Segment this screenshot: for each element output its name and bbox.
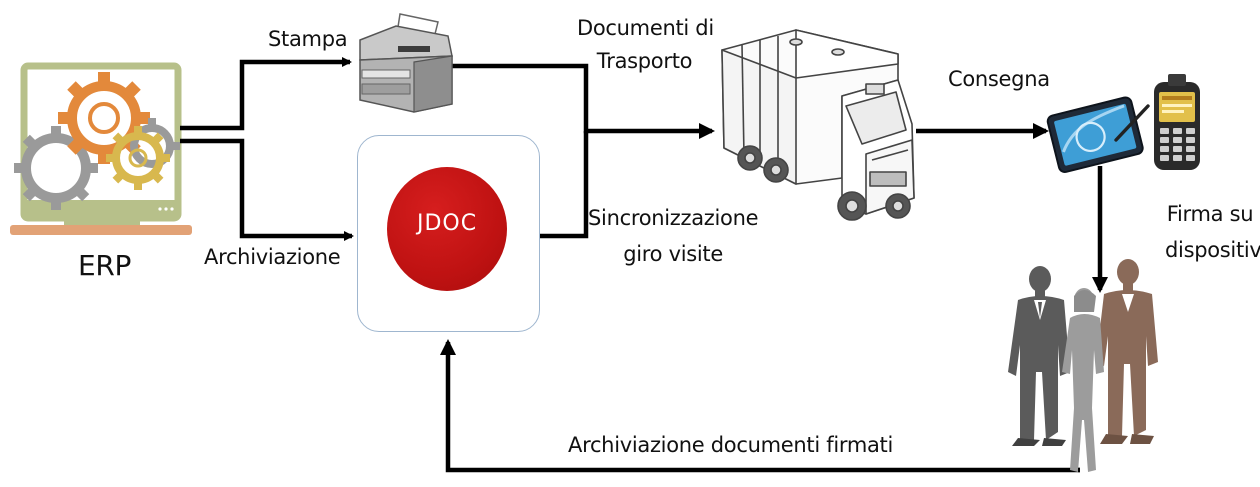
transport-documents-label: Documenti di Trasporto (577, 12, 714, 78)
route-sync-label-line1: Sincronizzazione (588, 206, 759, 230)
archiving-label: Archiviazione (204, 245, 341, 269)
device-signature-label: Firma su dispositivo (1165, 196, 1260, 268)
erp-label: ERP (78, 249, 132, 282)
jdoc-archive-box: JDOC (357, 135, 540, 332)
print-label: Stampa (268, 27, 348, 51)
business-people-icon (1008, 259, 1158, 472)
jdoc-to-truck-sync-line (540, 131, 589, 239)
route-sync-label: Sincronizzazione giro visite (588, 200, 759, 272)
jdoc-logo: JDOC (387, 167, 507, 291)
handheld-terminal-icon (1154, 74, 1200, 170)
printer-icon (359, 13, 453, 113)
tablet-icon (1046, 96, 1150, 173)
signed-docs-return-arrow (440, 339, 1080, 473)
printer-to-truck-arrow (452, 63, 715, 139)
truck-icon (721, 29, 915, 221)
jdoc-logo-mark: J (416, 211, 425, 236)
jdoc-logo-word: DOC (424, 211, 478, 236)
delivery-label: Consegna (948, 67, 1050, 91)
jdoc-logo-text: JDOC (387, 211, 507, 236)
transport-documents-label-line1: Documenti di (577, 16, 714, 40)
transport-documents-label-line2: Trasporto (596, 49, 693, 73)
computer-gears-icon (10, 62, 192, 235)
device-signature-label-line2: dispositivo (1165, 238, 1260, 262)
route-sync-label-line2: giro visite (623, 242, 723, 266)
erp-to-jdoc-arrow (180, 138, 354, 241)
signed-documents-archiving-label: Archiviazione documenti firmati (568, 433, 894, 457)
device-signature-label-line1: Firma su (1166, 202, 1254, 226)
erp-to-printer-arrow (180, 57, 352, 131)
